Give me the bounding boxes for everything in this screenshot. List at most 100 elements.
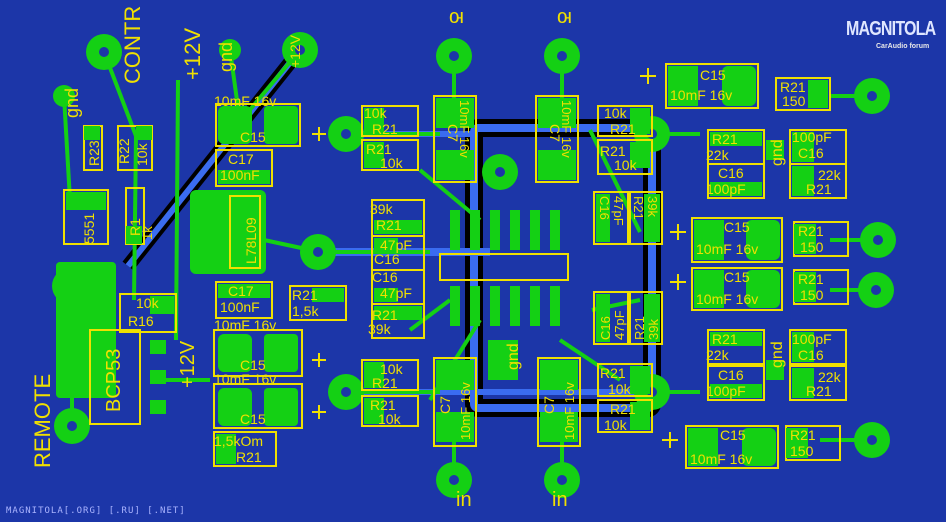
label-r21-f: R21 [370,397,396,413]
label-gnd-r2: gnd [769,341,786,368]
label-c15-val-3: 10mF 16v [214,371,276,387]
label-r21-g: R21 [610,121,636,137]
label-gnd-r1: gnd [769,139,786,166]
label-r21-left-val: 1,5k [292,303,319,319]
label-r21-o: R21 [806,181,832,197]
label-in-right: in [552,489,568,511]
label-r21-m-val: 150 [782,93,806,109]
brand-logo: MAGNITOLA CarAudio forum [846,18,938,54]
label-gnd-top: gnd [216,42,236,72]
label-r21-m: R21 [780,79,806,95]
label-c16-d: C16 [598,316,613,340]
label-c7-c: C7 [437,396,453,414]
label-r16: R16 [128,313,154,329]
label-c16-h-val: 100pF [792,331,832,347]
label-r21-t: R21 [790,427,816,443]
label-q: BCP53 [103,349,125,412]
label-c15-5-val: 10mF 16v [696,241,758,257]
label-c15-val-2: 10mF 16v [214,317,276,333]
label-r21-s-val: 22k [818,369,842,385]
label-c15-4: C15 [700,67,726,83]
label-plus12v-bottom: +12V [177,340,199,388]
label-r21-i: R21 [631,196,646,220]
label-r1-val: 1k [140,226,155,240]
label-c7-c-val: 10mF 16v [458,382,473,440]
label-c16-e-val: 100pF [706,181,746,197]
label-c47-a: 47pF [380,237,412,253]
label-c7-d: C7 [541,396,557,414]
brand-tagline: CarAudio forum [876,43,930,50]
label-out-left: ю [449,7,464,29]
label-r21-n: R21 [712,131,738,147]
label-c15-2: C15 [240,357,266,373]
label-r21-i-val: 39k [645,196,660,217]
label-r21-a-val: 10k [364,105,388,121]
label-remote: REMOTE [30,374,55,468]
label-r21-om: 1,5kOm [214,433,263,449]
label-c16-c: C16 [597,196,612,220]
reg-big-pad [190,190,266,274]
label-c47-b: 47pF [380,285,412,301]
label-c15-6-val: 10mF 16v [696,291,758,307]
label-c15-6: C15 [724,269,750,285]
label-c16-e: C16 [718,165,744,181]
label-r39k-a: 39k [370,201,394,217]
label-r21-n-val: 22k [706,147,730,163]
label-r21-d: R21 [372,307,398,323]
label-c16-a: C16 [374,251,400,267]
ic-soic [439,210,569,380]
label-r21-l: R21 [610,401,636,417]
label-r21-k: R21 [600,365,626,381]
label-r21-s: R21 [806,383,832,399]
label-r21-o-val: 22k [818,167,842,183]
label-c16-d-val: 47pF [612,310,627,340]
label-r21-b: R21 [366,141,392,157]
label-c16-h: C16 [798,347,824,363]
q-pin-2 [150,370,166,384]
smd-parts [63,63,849,469]
label-r21-a: R21 [372,121,398,137]
label-c7-a-val: 10mF 16v [457,100,472,158]
label-tl: 5551 [81,213,97,244]
label-c7-b: C7 [547,124,563,142]
label-c16-f: C16 [798,145,824,161]
label-r21-h-val: 10k [614,157,638,173]
label-c17-val-2: 100nF [220,299,260,315]
label-r21-e-val: 10k [380,361,404,377]
label-c7-b-val: 10mF 16v [559,100,574,158]
label-r39k-b: 39k [368,321,392,337]
label-r21-h: R21 [600,143,626,159]
label-c17-1: C17 [228,151,254,167]
label-r21-p-val: 150 [800,239,824,255]
label-r21-e: R21 [372,375,398,391]
pad-gnd-top [219,39,241,61]
label-r22: R22 [116,138,132,164]
label-r21-q-val: 150 [800,287,824,303]
label-r23: R23 [86,140,102,166]
pad-gnd-left [53,85,75,107]
label-contr: CONTR [120,6,145,84]
label-c15-7-val: 10mF 16v [690,451,752,467]
label-c16-g-val: 100pF [706,383,746,399]
label-r21-j: R21 [632,316,647,340]
label-c15-4-val: 10mF 16v [670,87,732,103]
label-r1: R1 [127,218,143,236]
label-r21-p: R21 [798,223,824,239]
label-r21-bottom: R21 [236,449,262,465]
label-c15-3: C15 [240,411,266,427]
label-c7-a: C7 [445,124,461,142]
label-c16-c-val: 47pF [611,196,626,226]
label-c17-2: C17 [228,283,254,299]
label-plus12v: +12V [180,28,205,80]
label-c17-val-1: 100nF [220,167,260,183]
brand-name: MAGNITOLA [846,18,936,40]
label-r21-r-val: 22k [706,347,730,363]
label-c15-7: C15 [720,427,746,443]
label-r21-b-val: 10k [380,155,404,171]
label-r21-l-val: 10k [604,417,628,433]
label-c15-val-1: 10mF 16v [214,93,276,109]
label-r21-q: R21 [798,271,824,287]
footer-text: MAGNITOLA[.ORG] [.RU] [.NET] [6,506,186,516]
